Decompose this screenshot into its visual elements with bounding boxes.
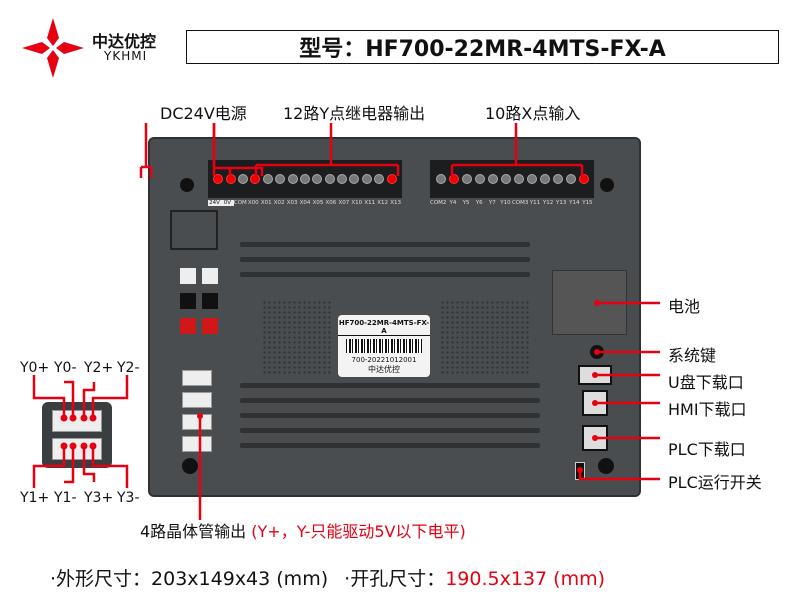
pin-label: Y2+ bbox=[84, 360, 114, 376]
barcode bbox=[346, 339, 422, 353]
expansion-slot bbox=[170, 210, 218, 250]
pin-label: Y3- bbox=[117, 490, 140, 506]
cutout-dimensions: 190.5x137 (mm) bbox=[445, 568, 606, 590]
caption-note: (Y+，Y-只能驱动5V以下电平) bbox=[251, 522, 466, 541]
label-model: HF700-22MR-4MTS-FX-A bbox=[338, 319, 430, 336]
transistor-output-connector bbox=[182, 392, 212, 408]
plc-run-switch[interactable] bbox=[575, 462, 585, 480]
brand-name-en: YKHMI bbox=[104, 49, 148, 63]
callout-system-key: 系统键 bbox=[668, 346, 717, 365]
ground-screw bbox=[598, 458, 614, 474]
outer-dimensions: ·外形尺寸：203x149x43 (mm) bbox=[50, 568, 329, 590]
terminal-block-right bbox=[430, 160, 594, 198]
callout-relay-output: 12路Y点继电器输出 bbox=[283, 104, 426, 123]
pin-label: Y1+ bbox=[20, 490, 50, 506]
label-brand: 中达优控 bbox=[368, 365, 400, 374]
callout-usb-download: U盘下载口 bbox=[668, 373, 744, 392]
pin-label: Y0- bbox=[54, 360, 77, 376]
brand-name-cn: 中达优控 bbox=[92, 32, 157, 51]
transistor-output-connector bbox=[182, 414, 212, 430]
terminal-block-left bbox=[208, 160, 402, 198]
plc-usb-b-port[interactable] bbox=[582, 425, 608, 451]
connector-white bbox=[180, 268, 196, 284]
system-key-button[interactable] bbox=[590, 345, 604, 359]
hmi-usb-b-port[interactable] bbox=[582, 390, 608, 416]
pin-label: Y3+ bbox=[84, 490, 114, 506]
connector-white bbox=[202, 268, 218, 284]
caption-text: 4路晶体管输出 bbox=[140, 522, 247, 541]
vent-grille bbox=[240, 242, 530, 277]
connector-black bbox=[180, 293, 196, 309]
transistor-output-caption: 4路晶体管输出 (Y+，Y-只能驱动5V以下电平) bbox=[140, 518, 466, 542]
connector-red bbox=[202, 318, 218, 334]
mount-hole bbox=[180, 178, 194, 192]
speaker-grille bbox=[440, 300, 530, 375]
mount-hole bbox=[600, 178, 614, 192]
transistor-output-connector bbox=[182, 436, 212, 452]
pin-label: Y2- bbox=[117, 360, 140, 376]
transistor-connector-inset bbox=[42, 402, 112, 468]
transistor-output-connector bbox=[182, 370, 212, 386]
pin-label: Y1- bbox=[54, 490, 77, 506]
speaker-grille bbox=[262, 300, 332, 375]
dimensions: ·外形尺寸：203x149x43 (mm) ·开孔尺寸：190.5x137 (m… bbox=[50, 564, 605, 591]
battery-cover[interactable] bbox=[552, 270, 627, 335]
callout-plc-run-switch: PLC运行开关 bbox=[668, 473, 762, 492]
usb-a-port[interactable] bbox=[578, 365, 612, 385]
cutout-label: ·开孔尺寸： bbox=[344, 568, 446, 590]
callout-battery: 电池 bbox=[668, 297, 701, 316]
connector-red bbox=[180, 318, 196, 334]
model-title: 型号：HF700-22MR-4MTS-FX-A bbox=[186, 30, 779, 64]
label-serial: 700-20221012001 bbox=[351, 356, 417, 364]
logo-icon bbox=[22, 18, 84, 78]
connector-black bbox=[202, 293, 218, 309]
product-label: HF700-22MR-4MTS-FX-A 700-20221012001 中达优… bbox=[338, 315, 430, 377]
callout-power: DC24V电源 bbox=[160, 104, 247, 123]
ground-screw bbox=[182, 458, 198, 474]
vent-grille bbox=[240, 383, 540, 448]
callout-inputs: 10路X点输入 bbox=[485, 104, 581, 123]
callout-plc-download: PLC下载口 bbox=[668, 440, 746, 459]
pin-label: Y0+ bbox=[20, 360, 50, 376]
callout-hmi-download: HMI下载口 bbox=[668, 400, 747, 419]
